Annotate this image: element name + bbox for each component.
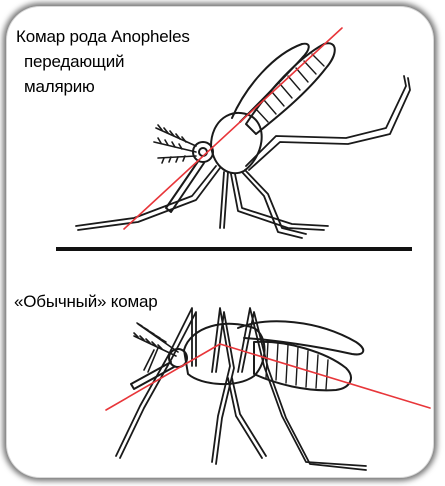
ordinary-abdomen: [254, 342, 351, 391]
mosquito-illustrations: [6, 6, 434, 478]
ordinary-legs: [116, 308, 366, 470]
anopheles-mosquito: [76, 28, 410, 238]
anopheles-abdomen-stripes: [256, 54, 324, 122]
divider-bar: [56, 247, 412, 251]
ordinary-mosquito: [106, 308, 430, 470]
anopheles-legs: [76, 76, 410, 238]
anopheles-thorax: [211, 113, 262, 173]
anopheles-antennae: [154, 125, 196, 163]
anopheles-wing: [232, 44, 309, 122]
anopheles-abdomen: [246, 43, 335, 134]
picture-frame: Комар рода Anopheles передающий малярию …: [6, 6, 434, 478]
